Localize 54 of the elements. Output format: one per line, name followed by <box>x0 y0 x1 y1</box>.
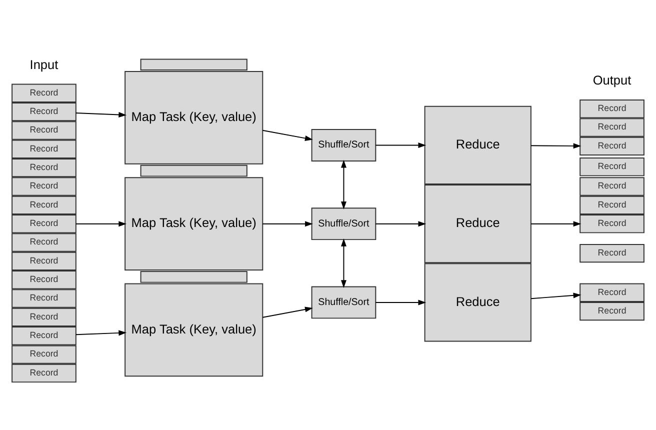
arrow <box>75 330 127 336</box>
node-box: Record <box>580 177 644 196</box>
node-box: Map Task (Key, value) <box>124 177 264 271</box>
node-box: Record <box>12 158 76 178</box>
arrow <box>375 300 426 306</box>
node-box: Record <box>580 302 644 321</box>
arrow <box>262 130 313 141</box>
node-box: Record <box>12 345 76 364</box>
node-box: Record <box>12 326 76 346</box>
arrow <box>262 221 313 227</box>
arrow <box>75 221 127 227</box>
node-box: Record <box>580 136 644 156</box>
node-box: Record <box>580 118 644 137</box>
node-box <box>140 164 248 177</box>
node-box: Shuffle/Sort <box>311 208 376 240</box>
arrow <box>262 306 313 318</box>
node-box: Record <box>12 270 76 290</box>
arrow <box>530 221 582 227</box>
node-box: Record <box>12 252 76 271</box>
arrow <box>340 238 346 288</box>
label: Output <box>592 72 632 88</box>
node-box: Record <box>580 214 644 234</box>
node-box <box>140 271 248 283</box>
node-box: Record <box>12 289 76 308</box>
node-box: Record <box>12 121 76 140</box>
node-box <box>140 58 248 71</box>
node-box: Record <box>580 158 644 176</box>
node-box: Reduce <box>424 184 532 264</box>
node-box: Record <box>12 214 76 234</box>
label: Input <box>30 56 58 72</box>
arrow <box>340 160 346 210</box>
node-box: Record <box>12 102 76 122</box>
node-box: Shuffle/Sort <box>311 129 376 162</box>
node-box: Record <box>12 233 76 252</box>
node-box: Record <box>12 140 76 158</box>
node-box: Record <box>580 244 644 263</box>
node-box: Shuffle/Sort <box>311 286 376 319</box>
node-box: Map Task (Key, value) <box>124 71 264 164</box>
arrow <box>75 112 127 118</box>
node-box: Record <box>12 308 76 327</box>
node-box: Record <box>580 283 644 302</box>
node-box: Record <box>12 196 76 214</box>
node-box: Map Task (Key, value) <box>124 283 264 377</box>
arrow <box>375 221 426 227</box>
arrow <box>530 143 582 149</box>
arrow <box>530 292 582 300</box>
node-box: Record <box>12 177 76 196</box>
node-box: Record <box>12 84 76 102</box>
node-box: Reduce <box>424 106 532 185</box>
node-box: Record <box>580 196 644 214</box>
node-box: Reduce <box>424 263 532 342</box>
arrow <box>375 142 426 148</box>
node-box: Record <box>580 100 644 118</box>
node-box: Record <box>12 364 76 383</box>
